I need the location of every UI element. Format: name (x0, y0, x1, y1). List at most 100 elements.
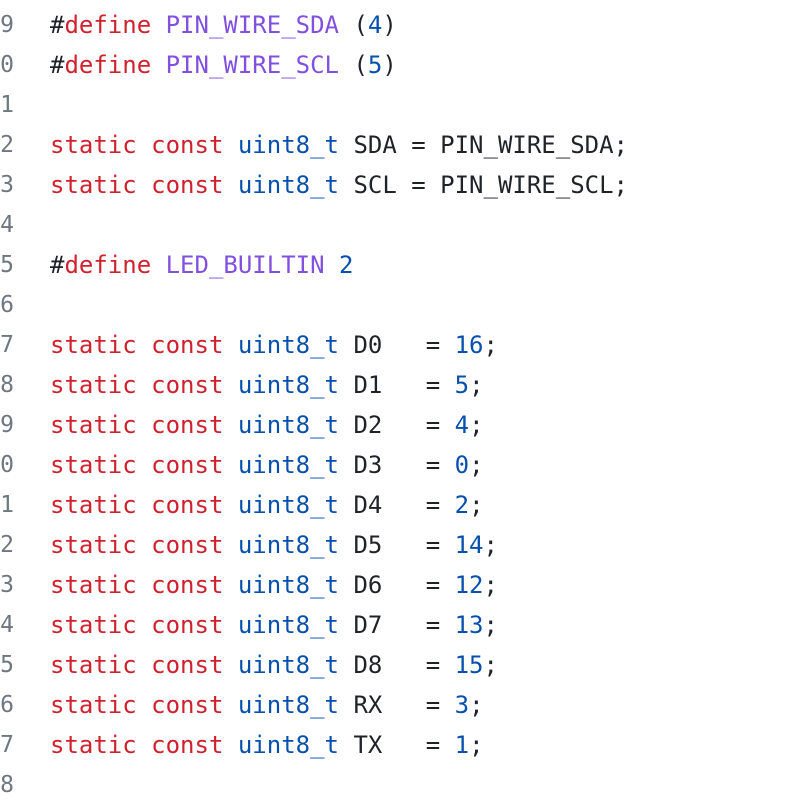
line-number: 2 (0, 532, 14, 558)
line-text: static const uint8_t D0 = 16; (50, 325, 498, 365)
number-token: 4 (367, 11, 383, 39)
keyword-token: const (151, 371, 224, 399)
keyword-token: static (50, 531, 137, 559)
line-text: static const uint8_t D2 = 4; (50, 405, 484, 445)
line-text: static const uint8_t D5 = 14; (50, 525, 498, 565)
number-token: 3 (454, 691, 470, 719)
plain-token: ( (339, 11, 368, 39)
plain-token: D0 = (339, 331, 455, 359)
keyword-token: static (50, 171, 137, 199)
plain-token: # (50, 251, 65, 279)
plain-token (137, 411, 151, 439)
plain-token: ; (469, 371, 484, 399)
keyword-token: define (64, 51, 152, 79)
plain-token (137, 331, 151, 359)
type-token: uint8_t (237, 651, 340, 679)
keyword-token: static (50, 491, 137, 519)
line-number: 1 (0, 492, 14, 518)
plain-token (151, 251, 165, 279)
number-token: 2 (339, 251, 354, 279)
plain-token: D5 = (339, 531, 455, 559)
keyword-token: static (50, 691, 137, 719)
number-token: 2 (454, 491, 470, 519)
plain-token (137, 491, 151, 519)
plain-token: # (50, 51, 65, 79)
line-text: static const uint8_t RX = 3; (50, 685, 484, 725)
keyword-token: const (151, 331, 224, 359)
line-number: 0 (0, 452, 14, 478)
plain-token (223, 691, 237, 719)
line-text: #define LED_BUILTIN 2 (50, 245, 353, 285)
plain-token: D3 = (339, 451, 455, 479)
keyword-token: const (151, 171, 224, 199)
line-number: 6 (0, 292, 14, 318)
line-number: 1 (0, 92, 14, 118)
plain-token (137, 611, 151, 639)
plain-token (223, 611, 237, 639)
plain-token: ; (469, 411, 484, 439)
type-token: uint8_t (237, 531, 340, 559)
plain-token (137, 691, 151, 719)
macro-token: PIN_WIRE_SCL (165, 51, 339, 79)
plain-token: D8 = (339, 651, 455, 679)
keyword-token: static (50, 611, 137, 639)
line-number: 7 (0, 732, 14, 758)
number-token: 4 (454, 411, 470, 439)
plain-token (137, 171, 151, 199)
line-number: 3 (0, 172, 14, 198)
plain-token (151, 51, 165, 79)
keyword-token: static (50, 371, 137, 399)
plain-token (137, 531, 151, 559)
plain-token (137, 131, 151, 159)
keyword-token: const (151, 651, 224, 679)
plain-token: SCL = PIN_WIRE_SCL; (339, 171, 628, 199)
number-token: 14 (454, 531, 484, 559)
plain-token: SDA = PIN_WIRE_SDA; (339, 131, 628, 159)
line-number: 3 (0, 572, 14, 598)
keyword-token: const (151, 451, 224, 479)
line-number: 5 (0, 252, 14, 278)
plain-token (137, 571, 151, 599)
keyword-token: static (50, 131, 137, 159)
line-text: static const uint8_t D6 = 12; (50, 565, 498, 605)
plain-token: D1 = (339, 371, 455, 399)
plain-token: D2 = (339, 411, 455, 439)
line-text: static const uint8_t D3 = 0; (50, 445, 484, 485)
plain-token (325, 251, 339, 279)
plain-token (223, 491, 237, 519)
line-text: static const uint8_t D1 = 5; (50, 365, 484, 405)
plain-token (223, 371, 237, 399)
plain-token: RX = (339, 691, 455, 719)
plain-token: ; (483, 531, 498, 559)
plain-token (151, 11, 165, 39)
keyword-token: static (50, 411, 137, 439)
plain-token: ; (483, 651, 498, 679)
plain-token (137, 651, 151, 679)
plain-token: ; (483, 611, 498, 639)
line-number: 6 (0, 692, 14, 718)
plain-token: ; (469, 731, 484, 759)
line-number: 9 (0, 412, 14, 438)
plain-token (137, 731, 151, 759)
keyword-token: const (151, 131, 224, 159)
line-number: 9 (0, 12, 14, 38)
plain-token: ; (483, 331, 498, 359)
plain-token (223, 131, 237, 159)
number-token: 12 (454, 571, 484, 599)
plain-token: D7 = (339, 611, 455, 639)
number-token: 13 (454, 611, 484, 639)
line-number: 0 (0, 52, 14, 78)
line-number: 8 (0, 372, 14, 398)
type-token: uint8_t (237, 411, 340, 439)
line-number: 7 (0, 332, 14, 358)
plain-token (137, 451, 151, 479)
plain-token: ( (339, 51, 368, 79)
type-token: uint8_t (237, 611, 340, 639)
line-text: #define PIN_WIRE_SDA (4) (50, 5, 397, 45)
type-token: uint8_t (237, 371, 340, 399)
keyword-token: const (151, 731, 224, 759)
plain-token (223, 451, 237, 479)
keyword-token: const (151, 691, 224, 719)
line-text: #define PIN_WIRE_SCL (5) (50, 45, 397, 85)
type-token: uint8_t (237, 451, 340, 479)
